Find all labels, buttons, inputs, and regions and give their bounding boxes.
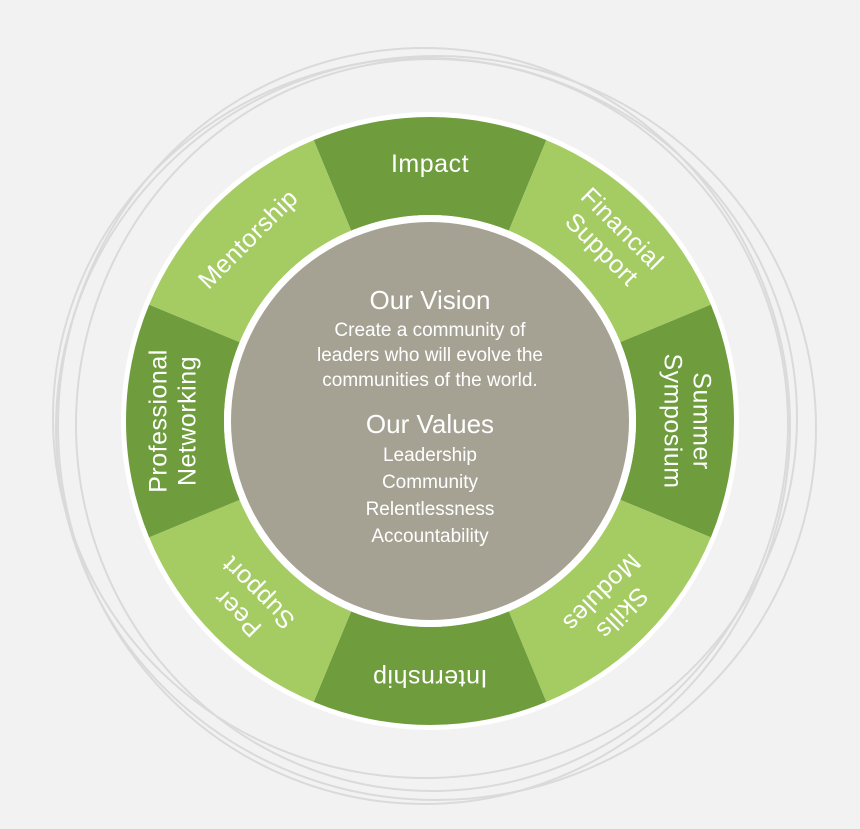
segment-financial-support — [508, 140, 711, 343]
value-item: Leadership — [383, 445, 477, 466]
decorative-ring — [57, 47, 791, 805]
segment-label: Symposium — [659, 353, 687, 488]
vision-title: Our Vision — [370, 285, 491, 315]
segment-label: Networking — [174, 356, 202, 486]
value-item: Relentlessness — [366, 499, 495, 520]
values-title: Our Values — [366, 409, 494, 439]
segment-label: Impact — [391, 150, 469, 178]
vision-line: Create a community of — [334, 320, 526, 341]
segment-internship — [313, 611, 547, 725]
segment-impact — [313, 117, 547, 231]
segment-label-group: Internship — [373, 664, 488, 692]
segment-label: Summer — [688, 372, 716, 469]
vision-line: communities of the world. — [322, 370, 537, 391]
center-circle — [231, 222, 629, 620]
segment-label: Internship — [373, 664, 488, 692]
vision-line: leaders who will evolve the — [317, 345, 543, 366]
segment-summer-symposium — [620, 304, 734, 538]
segment-skills-modules — [508, 499, 711, 702]
decorative-ring — [52, 57, 798, 779]
segment-professional-networking — [126, 304, 240, 538]
value-item: Accountability — [371, 526, 489, 547]
segment-label: Professional — [145, 349, 173, 493]
decorative-ring — [75, 58, 789, 792]
segment-peer-support — [149, 499, 352, 702]
segment-label-group: Impact — [391, 150, 469, 178]
segment-ring — [126, 117, 734, 725]
center-text: Our Vision Create a community of leaders… — [317, 285, 543, 547]
value-item: Community — [382, 472, 479, 493]
segment-mentorship — [149, 140, 352, 343]
decorative-ring — [55, 55, 817, 801]
